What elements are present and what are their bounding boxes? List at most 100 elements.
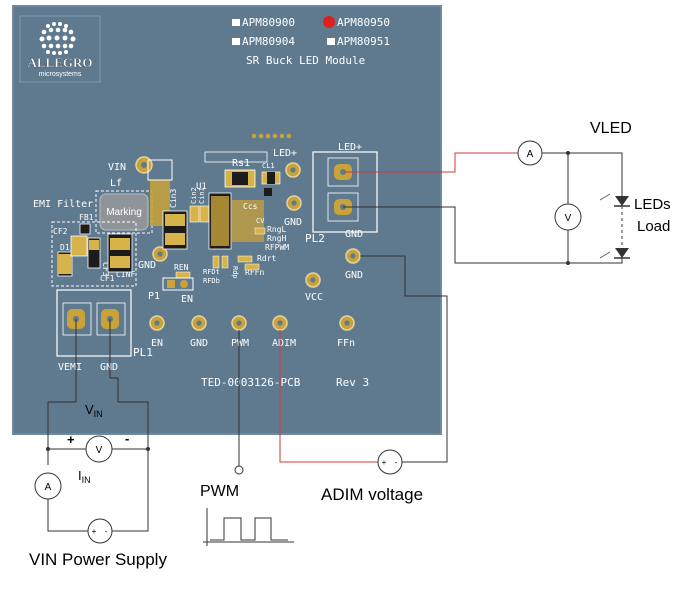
ammeter-vled-symbol: A	[527, 149, 534, 160]
component-cf2	[70, 235, 88, 257]
label-emi-filter: EMI Filter	[33, 199, 93, 210]
wire-to-load	[542, 152, 623, 196]
vin-source-minus: -	[105, 527, 108, 536]
label-gnd-mid: GND	[284, 217, 302, 228]
label-gnd-conn: GND	[345, 229, 363, 240]
label-vin-power-supply: VIN Power Supply	[29, 550, 167, 569]
label-vled: VLED	[590, 120, 632, 137]
logo-subtext: microsystems	[39, 71, 82, 78]
wire-led-plus	[343, 152, 518, 173]
label-rdp: Rdp	[231, 266, 239, 279]
label-vcc: VCC	[305, 292, 323, 303]
label-cf2: CF2	[53, 227, 68, 236]
wire-adim-gnd	[360, 255, 448, 463]
label-pwm: PWM	[200, 483, 239, 500]
label-cin1: Cin1	[198, 187, 206, 204]
label-leds: LEDs	[634, 196, 671, 213]
label-gnd-bottom: GND	[190, 338, 208, 349]
label-d1: D1	[60, 243, 70, 252]
label-rngl: RngL	[267, 225, 286, 234]
label-cin2: Cin2	[190, 187, 198, 204]
inductor-marking: Marking	[106, 207, 142, 218]
label-cf3: CF3	[101, 262, 110, 277]
adim-source-minus: -	[395, 458, 398, 467]
label-ffn: FFn	[337, 338, 355, 349]
label-load: Load	[637, 218, 670, 235]
label-rdrt: Rdrt	[257, 254, 276, 263]
vin-plus-sign: +	[67, 432, 75, 447]
label-ccs: Ccs	[243, 202, 258, 211]
wire-adim	[279, 330, 378, 463]
label-u1: U1	[196, 182, 207, 192]
test-pad-row	[251, 133, 292, 139]
variant-checkbox-3	[232, 38, 240, 45]
label-pl2: PL2	[305, 232, 325, 245]
label-led-plus-small: LED+	[273, 148, 297, 159]
connector-pl2	[312, 151, 378, 233]
variant-checkbox-4	[327, 38, 335, 45]
label-cinf: CINF	[116, 270, 135, 279]
label-gnd-left: GND	[138, 260, 156, 271]
label-pwm-pad: PWM	[231, 338, 249, 349]
vin-source-plus: +	[92, 527, 97, 536]
adim-source-plus: +	[382, 458, 387, 467]
module-title: SR Buck LED Module	[246, 54, 365, 67]
pwm-waveform	[203, 508, 294, 546]
wire-vin-gnd	[109, 319, 149, 532]
wire-vin-source	[47, 499, 88, 532]
label-rffn: RFFn	[245, 268, 264, 277]
label-vemi: VEMI	[58, 362, 82, 373]
component-cin2	[189, 205, 200, 223]
pcb-id: TED-0003126-PCB	[201, 376, 301, 389]
label-cf1: CF1	[100, 274, 115, 283]
logo-text: ALLEGRO	[27, 55, 92, 70]
variant-selected-marker	[323, 16, 335, 28]
wire-load-return	[343, 206, 623, 264]
variant-3: APM80904	[242, 35, 295, 48]
label-rfpwm: RFPWM	[265, 243, 289, 252]
label-vin-v: VIN	[85, 402, 103, 419]
label-rs1: Rs1	[232, 158, 250, 169]
emi-outline	[51, 221, 137, 287]
component-cin1	[199, 205, 210, 223]
label-vin: VIN	[108, 162, 126, 173]
jumper-p1	[162, 277, 194, 291]
label-p1: P1	[148, 291, 160, 302]
vin-power-supply	[87, 518, 113, 544]
variant-2: APM80950	[337, 16, 390, 29]
label-adim-pad: ADIM	[272, 338, 296, 349]
vin-minus-sign: -	[125, 431, 129, 446]
label-cl1: CL1	[262, 162, 275, 170]
label-rfdb: RFDb	[203, 277, 220, 285]
variant-checkbox-1	[232, 19, 240, 26]
label-cv: CV	[256, 217, 265, 225]
label-lf: Lf	[110, 178, 122, 189]
label-led-plus-conn: LED+	[338, 142, 362, 153]
label-rfdt: RFDt	[203, 268, 220, 276]
label-ren: REN	[174, 263, 189, 272]
label-rngh: RngH	[267, 234, 286, 243]
voltmeter-vled-symbol: V	[565, 213, 572, 224]
label-adim-voltage: ADIM voltage	[321, 485, 423, 504]
label-gnd-right: GND	[345, 270, 363, 281]
label-gnd-pl1: GND	[100, 362, 118, 373]
small-resistors	[175, 227, 266, 279]
allegro-logo: ALLEGRO microsystems	[19, 15, 101, 83]
wire-vin-plus	[47, 319, 77, 465]
connector-pl1	[56, 289, 132, 357]
led-load	[599, 193, 630, 259]
component-cluster	[232, 200, 264, 242]
label-fb1: FB1	[79, 213, 94, 222]
label-pl1: PL1	[133, 346, 153, 359]
voltmeter-vin-symbol: V	[96, 445, 103, 456]
pcb-revision: Rev 3	[336, 376, 369, 389]
ammeter-vin-symbol: A	[45, 482, 52, 493]
label-en: EN	[151, 338, 163, 349]
label-iin: IIN	[78, 468, 91, 485]
variant-4: APM80951	[337, 35, 390, 48]
label-en-top: EN	[181, 294, 193, 305]
inductor-lf	[99, 193, 149, 231]
label-cin3: Cin3	[169, 189, 178, 208]
component-fb1	[79, 223, 91, 235]
